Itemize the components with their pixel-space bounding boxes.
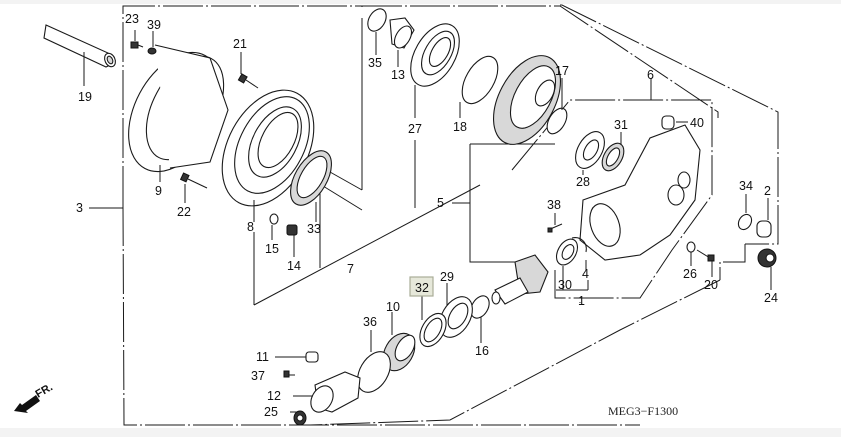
pinion-gear <box>491 254 549 305</box>
callout-35[interactable]: 35 <box>368 56 382 70</box>
bottom-margin <box>0 428 841 437</box>
callout-7[interactable]: 7 <box>347 262 354 276</box>
part-16-shim <box>470 295 490 343</box>
callout-10[interactable]: 10 <box>386 300 400 314</box>
callout-2[interactable]: 2 <box>764 184 771 198</box>
front-direction-indicator: FR. <box>14 381 55 413</box>
callout-30[interactable]: 30 <box>558 278 572 292</box>
part-22-bolt <box>179 172 208 203</box>
top-margin <box>0 0 841 4</box>
part-26-washer <box>686 241 696 266</box>
callout-8[interactable]: 8 <box>247 220 254 234</box>
front-arrow-icon <box>14 395 40 413</box>
highlight-box-32 <box>409 276 434 297</box>
callout-39[interactable]: 39 <box>147 18 161 32</box>
part-29-angular-bearing <box>439 283 473 338</box>
part-10-pinion-joint <box>382 312 416 372</box>
callout-21[interactable]: 21 <box>233 37 247 51</box>
part-9-dust-guard-plate <box>128 44 229 182</box>
callout-23[interactable]: 23 <box>125 12 139 26</box>
part-24-flange-nut <box>757 248 777 290</box>
callout-32[interactable]: 32 <box>415 281 429 295</box>
callout-25[interactable]: 25 <box>264 405 278 419</box>
callout-37[interactable]: 37 <box>251 369 265 383</box>
callout-1[interactable]: 1 <box>578 294 585 308</box>
part-6-gear-case <box>579 78 701 261</box>
part-13-spacer <box>389 17 415 67</box>
part-12-boot <box>293 371 361 413</box>
part-32-oil-seal <box>419 296 447 348</box>
callout-19[interactable]: 19 <box>78 90 92 104</box>
callout-4[interactable]: 4 <box>582 267 589 281</box>
callout-16[interactable]: 16 <box>475 344 489 358</box>
part-39-washer <box>147 31 157 55</box>
callout-12[interactable]: 12 <box>267 389 281 403</box>
part-28-bearing <box>575 131 605 175</box>
assembly-outline-3 <box>122 4 779 426</box>
callout-33[interactable]: 33 <box>307 222 321 236</box>
callout-29[interactable]: 29 <box>440 270 454 284</box>
leader-lines <box>89 202 588 303</box>
part-38-stud-bolt <box>547 213 563 233</box>
part-4-clip <box>571 237 587 270</box>
part-37-screw <box>283 370 295 378</box>
part-19-pipe <box>43 24 116 86</box>
part-33-oil-seal <box>290 150 332 222</box>
callout-28[interactable]: 28 <box>576 175 590 189</box>
callout-3[interactable]: 3 <box>76 201 83 215</box>
ring-gear <box>492 55 562 145</box>
part-31-oil-seal <box>601 132 625 172</box>
part-25-flange-nut <box>290 410 307 426</box>
callout-11[interactable]: 11 <box>256 350 269 364</box>
callout-20[interactable]: 20 <box>704 278 718 292</box>
callout-9[interactable]: 9 <box>155 184 162 198</box>
callout-18[interactable]: 18 <box>453 120 467 134</box>
callout-38[interactable]: 38 <box>547 198 561 212</box>
part-23-bolt <box>130 30 144 49</box>
part-21-bolt <box>237 52 259 89</box>
part-14-breather-cap <box>286 224 298 257</box>
callout-13[interactable]: 13 <box>391 68 405 82</box>
part-8-bearing-holder <box>221 89 315 222</box>
callout-15[interactable]: 15 <box>265 242 279 256</box>
part-18-snap-ring <box>459 55 499 118</box>
diagram-code: MEG3−F1300 <box>608 404 678 418</box>
part-36-o-ring <box>357 330 391 393</box>
part-30-needle-bearing <box>555 238 579 280</box>
callout-24[interactable]: 24 <box>764 291 778 305</box>
part-35-o-ring <box>367 8 387 55</box>
callout-34[interactable]: 34 <box>739 179 753 193</box>
callout-17[interactable]: 17 <box>555 64 569 78</box>
callout-36[interactable]: 36 <box>363 315 377 329</box>
callout-31[interactable]: 31 <box>614 118 628 132</box>
callout-27[interactable]: 27 <box>408 122 422 136</box>
callout-5[interactable]: 5 <box>437 196 444 210</box>
part-17-shim <box>546 78 568 135</box>
front-label: FR. <box>34 381 55 400</box>
callout-22[interactable]: 22 <box>177 205 191 219</box>
part-34-o-ring <box>737 194 753 231</box>
part-11-stopper-plate <box>275 351 319 363</box>
part-40-cap <box>661 115 688 130</box>
assembly-outline-7 <box>253 18 481 306</box>
callout-26[interactable]: 26 <box>683 267 697 281</box>
callout-14[interactable]: 14 <box>287 259 301 273</box>
part-2-plug <box>756 198 772 238</box>
callout-6[interactable]: 6 <box>647 68 654 82</box>
callout-40[interactable]: 40 <box>690 116 704 130</box>
part-15-washer <box>269 213 279 240</box>
part-27-bearing <box>410 23 460 208</box>
part-20-bolt <box>696 249 715 277</box>
leader-line <box>322 185 363 211</box>
